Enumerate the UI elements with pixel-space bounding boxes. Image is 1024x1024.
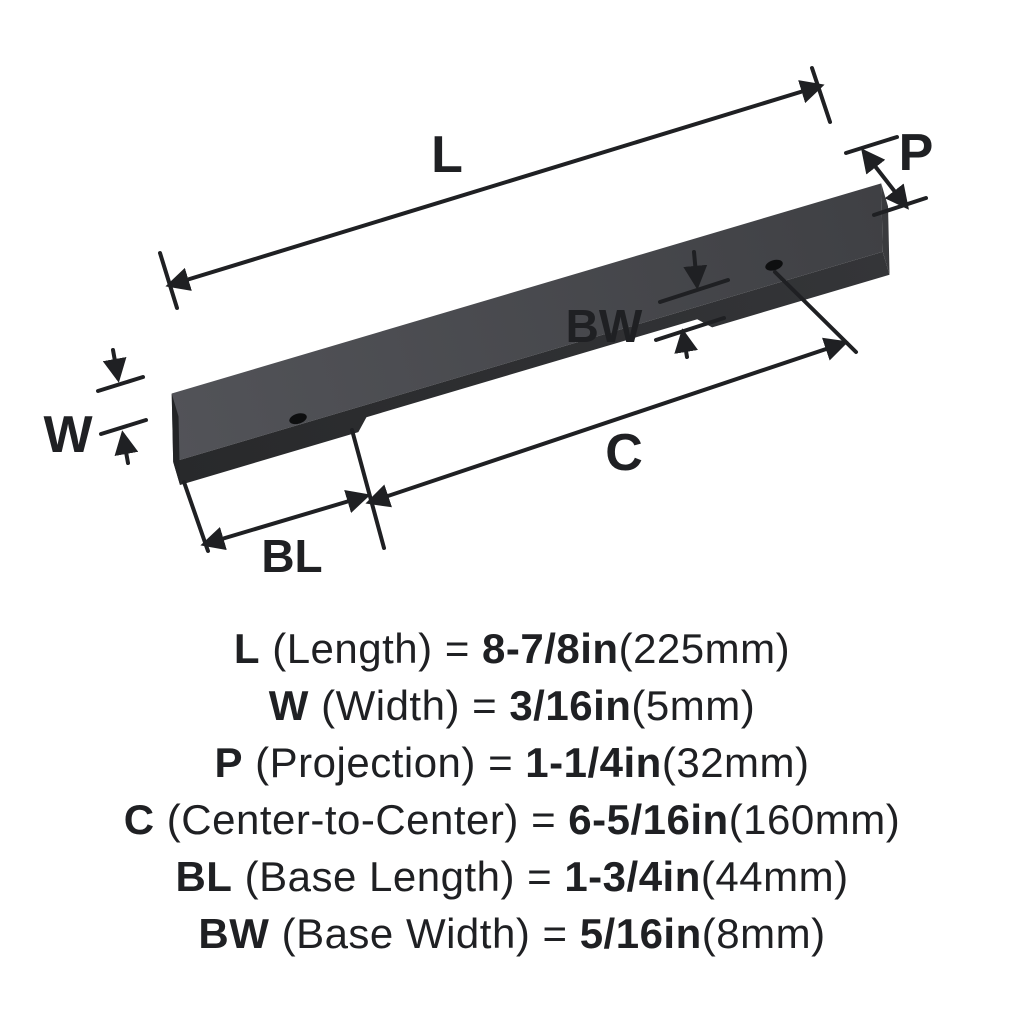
spec-value-inch: 1-1/4in [525,739,662,786]
spec-equals: = [531,796,557,843]
handle-illustration [171,183,890,485]
spec-value-metric: (160mm) [728,796,901,843]
left-screw-hole [289,413,307,425]
dimension-L: L [158,66,832,310]
bl-label: BL [261,530,322,582]
bw-tick-top [658,278,730,304]
w-arrow-bottom [114,430,139,465]
spec-row-base-width: BW (Base Width) = 5/16in(8mm) [0,905,1024,962]
w-label: W [43,406,93,464]
w-tick-bottom [99,418,148,436]
spec-row-width: W (Width) = 3/16in(5mm) [0,677,1024,734]
c-extension-left [350,428,386,550]
c-dimension-line [365,337,849,508]
spec-name: (Base Length) [244,853,515,900]
dimension-C: C [350,270,858,550]
spec-equals: = [527,853,553,900]
dimension-P: P [844,124,934,217]
handle-left-end-cap [171,393,181,485]
spec-name: (Width) [321,682,460,729]
spec-row-length: L (Length) = 8-7/8in(225mm) [0,620,1024,677]
spec-value-metric: (44mm) [700,853,849,900]
bw-arrow-top [683,250,708,290]
spec-equals: = [542,910,568,957]
spec-code: BL [175,853,233,900]
spec-value-metric: (5mm) [631,682,756,729]
spec-equals: = [488,739,514,786]
spec-value-inch: 1-3/4in [564,853,701,900]
l-extension-left [158,251,179,310]
spec-code: W [268,682,309,729]
spec-row-center-to-center: C (Center-to-Center) = 6-5/16in(160mm) [0,791,1024,848]
spec-value-inch: 8-7/8in [482,625,619,672]
spec-name: (Length) [272,625,433,672]
spec-code: L [233,625,261,672]
spec-name: (Projection) [255,739,476,786]
bl-extension-left [182,480,210,553]
spec-value-inch: 5/16in [579,910,702,957]
spec-list: L (Length) = 8-7/8in(225mm) W (Width) = … [0,620,1024,962]
spec-equals: = [472,682,498,729]
spec-value-metric: (8mm) [701,910,826,957]
dimension-BL: BL [182,480,371,582]
spec-value-metric: (225mm) [618,625,791,672]
spec-name: (Base Width) [281,910,531,957]
spec-row-projection: P (Projection) = 1-1/4in(32mm) [0,734,1024,791]
spec-equals: = [444,625,470,672]
l-label: L [431,126,463,184]
w-tick-top [96,375,145,393]
p-extension-top [844,135,899,155]
spec-row-base-length: BL (Base Length) = 1-3/4in(44mm) [0,848,1024,905]
l-dimension-line [165,80,825,291]
w-arrow-top [102,348,127,383]
dimension-W: W [43,348,148,465]
bw-arrow-bottom [674,328,698,359]
spec-code: BW [198,910,270,957]
spec-code: C [123,796,155,843]
l-extension-right [810,66,832,124]
handle-top-face [171,183,883,462]
spec-value-inch: 6-5/16in [568,796,729,843]
spec-value-metric: (32mm) [661,739,810,786]
spec-code: P [214,739,243,786]
spec-value-inch: 3/16in [509,682,632,729]
c-label: C [605,424,643,482]
bl-dimension-line [200,489,371,551]
spec-name: (Center-to-Center) [166,796,519,843]
p-label: P [899,124,934,182]
p-dimension-line [861,148,909,210]
bw-label: BW [566,300,643,352]
